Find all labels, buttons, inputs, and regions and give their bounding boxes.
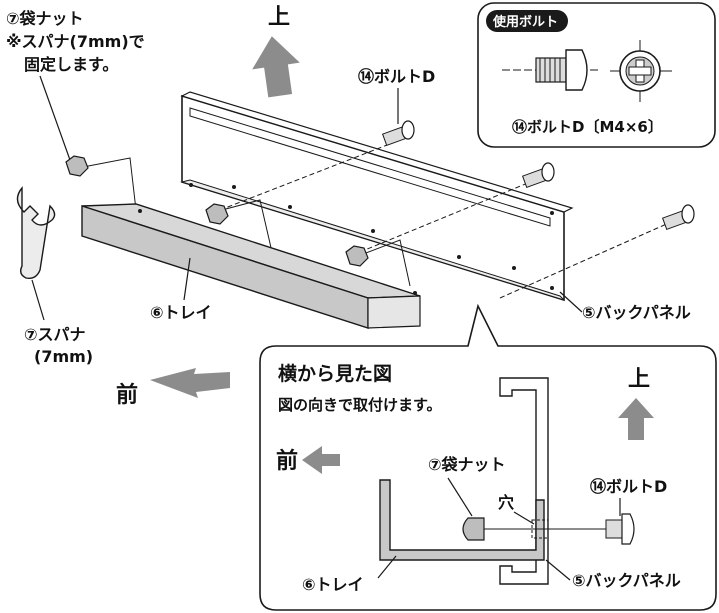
side-tray-leader [377,555,397,579]
bolt-tag-label: 使用ボルト [492,14,558,30]
cap-nut-icon-1 [205,203,229,225]
side-front-label: 前 [276,448,298,474]
side-front-arrow-icon [302,446,340,474]
nut-leader-line [39,75,71,161]
side-up-arrow-icon [618,398,654,440]
bolt-paths [219,139,681,299]
bolt-main-label: ⑭ボルトD [358,67,435,86]
side-bolt-label: ⑭ボルトD [590,477,667,496]
side-nut-label: ⑦袋ナット [428,455,506,474]
bolt-inset-caption: ⑭ボルトD〔M4×6〕 [512,118,663,136]
side-view-box [259,303,717,611]
tray-leader-line [183,257,191,301]
bolt-icon-3 [661,204,695,231]
bolt-inset-box: 使用ボルト ⑭ボルトD〔M4×6〕 [477,2,716,148]
backpanel-leader-line [559,291,583,313]
side-backpanel-leader [545,559,571,581]
tray [81,203,421,329]
back-panel [180,91,574,302]
side-bolt-icon [484,513,635,545]
front-arrow-icon [150,368,230,398]
front-label: 前 [116,382,138,408]
cap-nut-icon-loose [65,155,89,177]
side-cap-nut-icon [462,517,485,541]
up-label: 上 [268,5,290,30]
cap-nut-icon-2 [345,245,369,267]
side-up-label: 上 [628,367,650,392]
bolt-icon-2 [521,162,555,189]
tray-label: ⑥トレイ [150,303,212,322]
side-view-title: 横から見た図 [278,362,392,385]
wrench-label: ⑦スパナ [24,325,86,344]
side-nut-leader [447,477,473,517]
nut-note-line1: ※スパナ(7mm)で [6,32,145,51]
side-hole-label: 穴 [498,493,514,512]
bolt-side-icon [502,49,600,91]
backpanel-label: ⑤バックパネル [582,303,691,322]
bolt-icon-1 [381,120,415,147]
side-hole-leader [513,511,535,525]
wrench-icon [16,186,56,280]
up-arrow-icon [252,36,300,98]
side-view-subtitle: 図の向きで取付けます。 [278,396,442,414]
nut-title-label: ⑦袋ナット [6,9,84,28]
side-tray-label: ⑥トレイ [302,575,364,594]
bolt-tag-bg [486,10,568,32]
side-tray-profile [379,479,545,561]
side-backpanel-label: ⑤バックパネル [572,571,681,590]
bolt-head-icon [610,40,672,102]
wrench-leader-line [31,279,45,321]
nut-paths [77,157,411,287]
nut-note-line2: 固定します。 [24,55,118,74]
wrench-size-label: (7mm) [34,347,93,366]
